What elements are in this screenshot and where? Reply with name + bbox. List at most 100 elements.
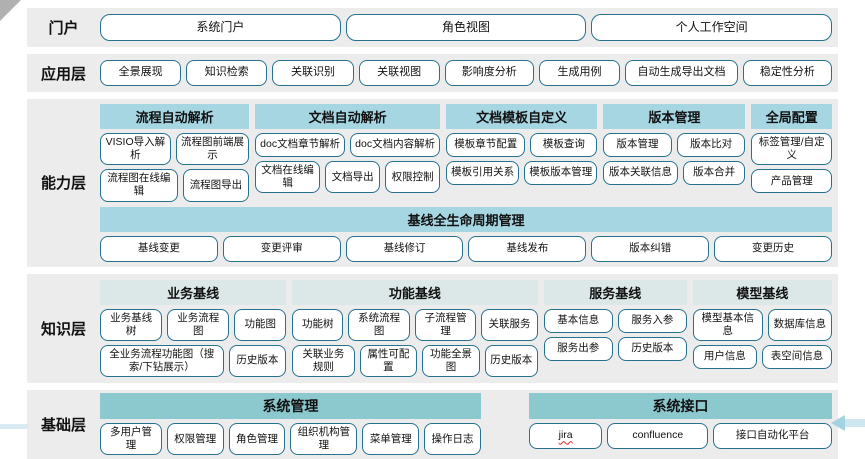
capability-button-row: 模板章节配置模板查询 bbox=[446, 133, 598, 157]
knowledge-button[interactable]: 功能全景图 bbox=[422, 344, 480, 377]
application-button[interactable]: 关联视图 bbox=[358, 60, 440, 86]
knowledge-button[interactable]: 关联业务规则 bbox=[292, 344, 355, 377]
knowledge-button[interactable]: 服务出参 bbox=[543, 336, 613, 361]
knowledge-button[interactable]: 功能图 bbox=[234, 308, 287, 341]
capability-button[interactable]: 基线变更 bbox=[100, 235, 218, 262]
capability-button[interactable]: 版本关联信息 bbox=[603, 161, 678, 185]
knowledge-button-row: 用户信息表空间信息 bbox=[692, 344, 832, 369]
foundation-button[interactable]: 多用户管理 bbox=[100, 423, 162, 456]
foundation-button[interactable]: 权限管理 bbox=[166, 423, 224, 456]
capability-button[interactable]: VISIO导入解析 bbox=[100, 133, 171, 166]
capability-button-row: 基线变更变更评审基线修订基线发布版本纠错变更历史 bbox=[100, 235, 832, 262]
capability-button[interactable]: 基线发布 bbox=[468, 235, 587, 262]
knowledge-button[interactable]: 系统流程图 bbox=[348, 308, 410, 341]
knowledge-button[interactable]: 历史版本 bbox=[617, 336, 687, 361]
foundation-button[interactable]: 菜单管理 bbox=[362, 423, 420, 456]
group-header: 系统接口 bbox=[528, 393, 832, 419]
group-header: 全局配置 bbox=[751, 104, 832, 129]
capability-button[interactable]: 变更评审 bbox=[222, 235, 341, 262]
knowledge-button[interactable]: 历史版本 bbox=[484, 344, 538, 377]
knowledge-button[interactable]: 业务流程图 bbox=[167, 308, 230, 341]
capability-button[interactable]: 模板引用关系 bbox=[446, 161, 520, 185]
capability-button[interactable]: 变更历史 bbox=[714, 235, 832, 262]
layer-content-knowledge: 业务基线业务基线树业务流程图功能图全业务流程功能图（搜索/下钻展示）历史版本功能… bbox=[100, 274, 838, 384]
capability-button[interactable]: 版本合并 bbox=[682, 161, 746, 185]
baseline-section: 基线全生命周期管理基线变更变更评审基线修订基线发布版本纠错变更历史 bbox=[100, 206, 832, 262]
layer-bands: 门户系统门户角色视图个人工作空间应用层全景展现知识检索关联识别关联视图影响度分析… bbox=[27, 8, 838, 459]
group-header: 业务基线 bbox=[100, 279, 287, 305]
layer-portal: 门户系统门户角色视图个人工作空间 bbox=[27, 8, 838, 47]
application-button[interactable]: 知识检索 bbox=[186, 60, 268, 86]
application-button[interactable]: 全景展现 bbox=[100, 60, 182, 86]
knowledge-button[interactable]: 子流程管理 bbox=[414, 308, 477, 341]
foundation-button[interactable]: 操作日志 bbox=[424, 423, 481, 456]
capability-button[interactable]: 文档导出 bbox=[325, 161, 381, 194]
knowledge-button-row: 业务基线树业务流程图功能图 bbox=[100, 308, 287, 341]
capability-button-row: VISIO导入解析流程图前端展示 bbox=[100, 133, 250, 166]
application-button[interactable]: 影响度分析 bbox=[444, 60, 534, 86]
knowledge-group: 功能基线功能树系统流程图子流程管理关联服务关联业务规则属性可配置功能全景图历史版… bbox=[292, 279, 538, 377]
knowledge-button[interactable]: 模型基本信息 bbox=[692, 308, 763, 341]
capability-button[interactable]: 版本纠错 bbox=[591, 235, 710, 262]
knowledge-button[interactable]: 用户信息 bbox=[692, 344, 757, 369]
foundation-button[interactable]: 接口自动化平台 bbox=[713, 423, 833, 449]
foundation-button[interactable]: confluence bbox=[607, 423, 709, 449]
corner-decoration bbox=[0, 0, 21, 21]
knowledge-button[interactable]: 全业务流程功能图（搜索/下钻展示） bbox=[100, 344, 224, 377]
knowledge-button[interactable]: 关联服务 bbox=[481, 308, 538, 341]
capability-button[interactable]: 模板版本管理 bbox=[524, 161, 598, 185]
application-button[interactable]: 生成用例 bbox=[538, 60, 621, 86]
capability-button[interactable]: 版本比对 bbox=[676, 133, 746, 157]
group-header: 版本管理 bbox=[603, 104, 746, 129]
application-button[interactable]: 关联识别 bbox=[272, 60, 354, 86]
capability-button[interactable]: 版本管理 bbox=[603, 133, 672, 157]
capability-button[interactable]: 模板查询 bbox=[530, 133, 598, 157]
knowledge-button[interactable]: 服务入参 bbox=[617, 308, 687, 333]
knowledge-group: 业务基线业务基线树业务流程图功能图全业务流程功能图（搜索/下钻展示）历史版本 bbox=[100, 279, 287, 377]
capability-button[interactable]: 基线修订 bbox=[345, 235, 464, 262]
knowledge-button[interactable]: 数据库信息 bbox=[767, 308, 832, 341]
capability-button[interactable]: 文档在线编辑 bbox=[255, 161, 321, 194]
knowledge-button-row: 关联业务规则属性可配置功能全景图历史版本 bbox=[292, 344, 538, 377]
knowledge-button[interactable]: 业务基线树 bbox=[100, 308, 163, 341]
capability-button[interactable]: 流程图在线编辑 bbox=[100, 169, 178, 202]
portal-button-row: 系统门户角色视图个人工作空间 bbox=[100, 14, 833, 41]
bottom-right-arrow-tail bbox=[841, 419, 865, 427]
knowledge-button-row: 服务出参历史版本 bbox=[543, 336, 687, 361]
capability-button[interactable]: doc文档内容解析 bbox=[350, 133, 441, 157]
capability-button[interactable]: doc文档章节解析 bbox=[255, 133, 346, 157]
foundation-button[interactable]: 角色管理 bbox=[228, 423, 286, 456]
capability-button[interactable]: 权限控制 bbox=[385, 161, 441, 194]
portal-button[interactable]: 角色视图 bbox=[345, 14, 587, 41]
knowledge-button[interactable]: 历史版本 bbox=[228, 344, 287, 377]
capability-button-row: 产品管理 bbox=[751, 169, 832, 194]
layer-label-application: 应用层 bbox=[40, 65, 86, 83]
capability-button-row: 版本管理版本比对 bbox=[603, 133, 746, 157]
knowledge-button-row: 全业务流程功能图（搜索/下钻展示）历史版本 bbox=[100, 344, 287, 377]
capability-button-row: 版本关联信息版本合并 bbox=[603, 161, 746, 185]
capability-button[interactable]: 产品管理 bbox=[751, 169, 832, 194]
foundation-button[interactable]: jira bbox=[528, 423, 603, 449]
foundation-button[interactable]: 组织机构管理 bbox=[290, 423, 358, 456]
knowledge-groups: 业务基线业务基线树业务流程图功能图全业务流程功能图（搜索/下钻展示）历史版本功能… bbox=[100, 279, 832, 377]
capability-button[interactable]: 标签管理/自定义 bbox=[751, 133, 832, 166]
capability-button[interactable]: 流程图前端展示 bbox=[175, 133, 250, 166]
application-button[interactable]: 稳定性分析 bbox=[742, 60, 832, 86]
knowledge-button[interactable]: 基本信息 bbox=[543, 308, 613, 333]
capability-button[interactable]: 流程图导出 bbox=[182, 169, 250, 202]
portal-button[interactable]: 个人工作空间 bbox=[591, 14, 833, 41]
application-button[interactable]: 自动生成导出文档 bbox=[625, 60, 738, 86]
knowledge-button[interactable]: 表空间信息 bbox=[761, 344, 832, 369]
layer-content-portal: 系统门户角色视图个人工作空间 bbox=[100, 8, 838, 47]
portal-button[interactable]: 系统门户 bbox=[100, 14, 341, 41]
knowledge-button[interactable]: 功能树 bbox=[292, 308, 344, 341]
knowledge-button[interactable]: 属性可配置 bbox=[359, 344, 418, 377]
capability-button[interactable]: 模板章节配置 bbox=[446, 133, 526, 157]
